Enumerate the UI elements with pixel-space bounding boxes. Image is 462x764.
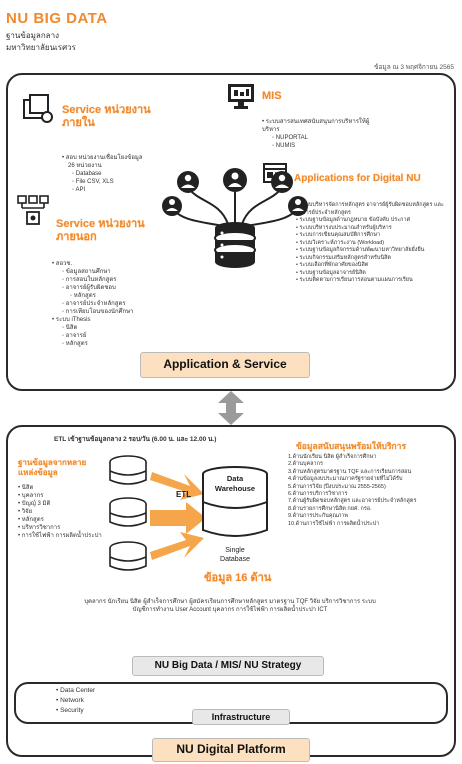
digital-platform-badge: NU Digital Platform xyxy=(152,738,310,762)
dw-label-1: Data xyxy=(226,474,244,483)
ready-item: 6.ด้านการบริการวิชาการ xyxy=(288,491,348,498)
sources-title-1: ฐานข้อมูลจากหลาย xyxy=(18,458,87,467)
ready-item: 7.ด้านผู้รับผิดชอบหลักสูตร และอาจารย์ประ… xyxy=(288,498,417,505)
source-item: บริหารวิชาการ xyxy=(18,524,104,532)
external-service-title: Service หน่วยงาน ภายนอก xyxy=(56,218,145,244)
internal-item: สอบ หน่วยงานเชื่อมโยงข้อมูล xyxy=(62,154,172,162)
app-item: ระบบการเขียนคุณสมบัติการศึกษา xyxy=(296,232,450,240)
format-item: Database xyxy=(72,170,172,178)
strategy-badge: NU Big Data / MIS/ NU Strategy xyxy=(132,656,324,676)
app-item: ระบบเลือกที่พักอาศัยของนิสิต xyxy=(296,262,450,270)
database-icon xyxy=(214,222,256,268)
data-warehouse-icon xyxy=(202,466,268,537)
sources-title: ฐานข้อมูลจากหลาย แหล่งข้อมูล xyxy=(18,458,86,478)
infra-item: Network xyxy=(56,696,95,706)
external-group-1: สอวช. xyxy=(52,260,162,268)
ready-item: 3.ด้านหลักสูตรมาตรฐาน TQF และการเรียนการ… xyxy=(288,468,412,475)
source-item: บุคลากร xyxy=(18,492,104,500)
ready-services-title: ข้อมูลสนับสนุนพร้อมให้บริการ xyxy=(296,441,407,451)
format-item: File CSV, XLS xyxy=(72,178,172,186)
infrastructure-badge: Infrastructure xyxy=(192,709,290,725)
page-subtitle: ฐานข้อมูลกลาง มหาวิทยาลัยนเรศวร xyxy=(6,30,76,54)
ready-item: 8.ด้านรายการศึกษานิสิต กยศ. กรอ. xyxy=(288,505,372,512)
mis-desc: ระบบสารสนเทศสนับสนุนการบริหารให้ผู้บริหา… xyxy=(262,118,382,134)
single-db-2: Database xyxy=(220,556,250,563)
infrastructure-list: Data Center Network Security xyxy=(56,686,95,716)
app-item: ระบบฐานข้อมูลอาจารย์นิสิต xyxy=(296,270,450,278)
source-item: การใช้ไฟฟ้า การผลิตน้ำประปา xyxy=(18,532,104,540)
external-item: หลักสูตร xyxy=(62,292,162,300)
app-item: ระบบกิจกรรมเสริมหลักสูตรสำหรับนิสิต xyxy=(296,255,450,263)
internal-item: 26 หน่วยงาน xyxy=(68,163,102,169)
mis-title: MIS xyxy=(262,90,282,102)
bidirectional-arrow-icon xyxy=(218,391,244,425)
ready-item: 5.ด้านการวิจัย (ปีงบประมาณ 2555-2565) xyxy=(288,483,386,490)
network-server-icon xyxy=(17,195,49,225)
subtitle-line-2: มหาวิทยาลัยนเรศวร xyxy=(6,43,76,52)
page-title: NU BIG DATA xyxy=(6,10,108,27)
sources-title-2: แหล่งข้อมูล xyxy=(18,468,58,477)
source-item: วิจัย xyxy=(18,508,104,516)
internal-service-title-1: Service หน่วยงาน xyxy=(62,104,151,116)
ready-item: 4.ด้านข้อมูลงบประมาณภาครัฐรายจ่ายที่ไม่ไ… xyxy=(288,476,403,483)
external-item: การสอนในหลักสูตร xyxy=(62,276,162,284)
external-item: การเทียบโอนของนักศึกษา xyxy=(62,308,162,316)
etl-schedule: ETL เข้าฐานข้อมูลกลาง 2 รอบ/วัน (6.00 น.… xyxy=(54,436,217,443)
infra-item: Security xyxy=(56,706,95,716)
source-item: ปัญญ์ 3 มิติ xyxy=(18,500,104,508)
computer-monitor-icon xyxy=(228,84,254,109)
external-service-list: สอวช. ข้อมูลสถานศึกษา การสอนในหลักสูตร อ… xyxy=(52,260,162,348)
internal-format-list: Database File CSV, XLS API xyxy=(62,170,172,194)
external-item: อาจารย์ประจำหลักสูตร xyxy=(62,300,162,308)
mis-item: NUPORTAL xyxy=(272,134,382,142)
app-item: ระบบบริหารงบประมาณสำหรับผู้บริหาร xyxy=(296,225,450,233)
ready-item: 9.ด้านการประกันคุณภาพ xyxy=(288,513,348,520)
app-item: ระบบฐานข้อมูลกิจกรรมด้านพัฒนามหาวิทยาลัย… xyxy=(296,247,450,255)
external-item: นิสิต xyxy=(62,324,162,332)
user-node-icon xyxy=(223,168,247,192)
applications-title: Applications for Digital NU xyxy=(294,173,421,184)
ready-item: 2.ด้านบุคลากร xyxy=(288,461,323,468)
app-item: ระบบฐานข้อมูลด้านกฎหมาย ข้อบังคับ ประกาศ xyxy=(296,217,450,225)
external-item: อาจารย์ xyxy=(62,332,162,340)
source-item: นิสิต xyxy=(18,484,104,492)
etl-arrows-icon xyxy=(150,472,206,560)
source-databases-icon xyxy=(109,455,147,571)
format-item: API xyxy=(72,186,172,194)
ready-item: 10.ด้านการใช้ไฟฟ้า การผลิตน้ำประปา xyxy=(288,520,380,527)
external-service-title-1: Service หน่วยงาน xyxy=(56,218,145,230)
data-warehouse-label: Data Warehouse xyxy=(200,474,270,494)
external-service-title-2: ภายนอก xyxy=(56,231,97,243)
dw-label-2: Warehouse xyxy=(214,484,256,493)
internal-service-title: Service หน่วยงาน ภายใน xyxy=(62,104,151,130)
applications-list: ระบบบริหารจัดการหลักสูตร อาจารย์ผู้รับผิ… xyxy=(296,202,450,285)
data-caption: บุคลากร นักเรียน นิสิต ผู้สำเร็จการศึกษา… xyxy=(84,599,376,613)
folder-icon xyxy=(23,94,53,123)
app-item: ระบบวิเคราะห์ภาระงาน (Workload) xyxy=(296,240,450,248)
app-item: ระบบติดตามการเรียนการสอนตามแผนการเรียน xyxy=(296,277,450,285)
source-list: นิสิต บุคลากร ปัญญ์ 3 มิติ วิจัย หลักสูต… xyxy=(18,484,104,540)
mis-item: NUMIS xyxy=(272,142,382,150)
external-group-2: ระบบ iThesis xyxy=(52,316,162,324)
etl-label: ETL xyxy=(176,490,192,499)
aspects-label: ข้อมูล 16 ด้าน xyxy=(204,572,272,584)
internal-service-list: สอบ หน่วยงานเชื่อมโยงข้อมูล 26 หน่วยงาน … xyxy=(62,154,172,194)
date-note: ข้อมูล ณ 3 พฤศจิกายน 2565 xyxy=(374,64,454,71)
mis-list: ระบบสารสนเทศสนับสนุนการบริหารให้ผู้บริหา… xyxy=(262,118,382,150)
external-item: หลักสูตร xyxy=(62,340,162,348)
source-item: หลักสูตร xyxy=(18,516,104,524)
single-db-1: Single xyxy=(225,547,245,554)
internal-service-title-2: ภายใน xyxy=(62,117,95,129)
external-item: ข้อมูลสถานศึกษา xyxy=(62,268,162,276)
external-item: อาจารย์ผู้รับผิดชอบ xyxy=(62,284,162,292)
ready-services-list: 1.ด้านนักเรียน นิสิต ผู้สำเร็จการศึกษา 2… xyxy=(288,454,448,528)
single-database-label: Single Database xyxy=(200,546,270,564)
infra-item: Data Center xyxy=(56,686,95,696)
app-item: ระบบบริหารจัดการหลักสูตร อาจารย์ผู้รับผิ… xyxy=(296,202,450,217)
data-hub-illustration xyxy=(162,168,308,268)
application-service-badge: Application & Service xyxy=(140,352,310,378)
ready-item: 1.ด้านนักเรียน นิสิต ผู้สำเร็จการศึกษา xyxy=(288,454,377,460)
subtitle-line-1: ฐานข้อมูลกลาง xyxy=(6,31,59,40)
